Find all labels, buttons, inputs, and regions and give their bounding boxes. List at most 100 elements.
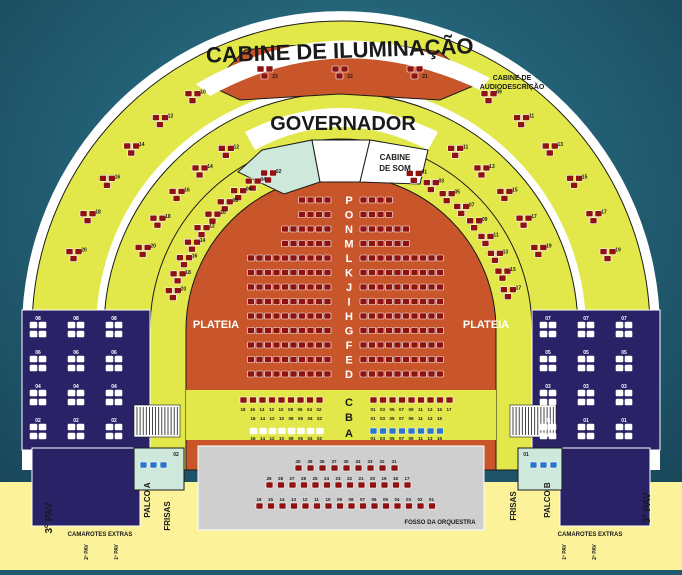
outer-box[interactable] [184,90,193,97]
right-navy-box[interactable] [539,398,548,406]
outer-box[interactable] [188,97,197,104]
right-navy-box[interactable] [615,364,624,372]
seat-wing[interactable] [427,327,436,334]
seat-row-e[interactable] [289,356,298,363]
left-navy-box[interactable] [67,423,76,431]
seat-row-j[interactable] [419,283,427,291]
seat-row-c[interactable] [249,396,257,404]
seat-row-a[interactable] [398,427,406,435]
inner-box[interactable] [477,233,486,240]
left-navy-box[interactable] [38,355,47,363]
second-box[interactable] [191,164,200,172]
pit-seat[interactable] [288,481,297,489]
outer-box[interactable] [594,210,603,218]
seat-row-p[interactable] [359,196,368,204]
seat-row-j[interactable] [323,283,332,291]
seat-row-f[interactable] [385,341,393,349]
left-navy-box[interactable] [67,389,76,397]
seat-wing[interactable] [427,298,436,305]
seat-row-o[interactable] [368,211,376,218]
seat-row-a[interactable] [259,427,267,435]
inner-box[interactable] [431,179,440,186]
seat-row-i[interactable] [402,298,410,305]
seat-row-h[interactable] [419,312,427,320]
pit-seat[interactable] [265,481,274,489]
seat-row-p[interactable] [368,196,376,204]
seat-row-n[interactable] [402,225,410,233]
seat-row-k[interactable] [402,269,410,276]
seat-row-i[interactable] [385,298,393,305]
left-navy-box[interactable] [114,389,123,397]
outer-box[interactable] [74,248,83,255]
left-navy-box[interactable] [114,423,123,431]
seat-row-c[interactable] [287,396,295,404]
pit-seat[interactable] [370,502,379,510]
seat-row-l[interactable] [264,254,272,262]
seat-row-k[interactable] [272,269,281,276]
seat-row-e[interactable] [306,356,315,363]
inner-box[interactable] [491,257,499,264]
seat-row-h[interactable] [402,312,410,320]
outer-box[interactable] [88,210,97,218]
inner-box[interactable] [486,233,495,240]
seat-row-d[interactable] [272,370,281,378]
seat-row-a[interactable] [407,427,416,435]
seat-row-n[interactable] [359,225,368,233]
left-navy-box[interactable] [114,432,123,440]
seat-wing[interactable] [247,370,255,378]
seat-row-g[interactable] [315,327,323,334]
seat-row-k[interactable] [419,269,427,276]
left-navy-box[interactable] [38,364,47,372]
left-navy-box[interactable] [105,398,114,406]
seat-row-j[interactable] [298,283,306,291]
right-navy-box[interactable] [624,423,633,431]
inner-box[interactable] [264,176,272,184]
seat-row-f[interactable] [410,341,419,349]
seat-row-n[interactable] [393,225,402,233]
seat-row-f[interactable] [393,341,402,349]
seat-row-k[interactable] [315,269,323,276]
seat-row-j[interactable] [376,283,385,291]
pit-seat[interactable] [354,464,363,472]
seat-row-a[interactable] [249,427,258,435]
left-navy-box[interactable] [114,398,123,406]
right-navy-box[interactable] [624,364,633,372]
seat-row-c[interactable] [315,396,324,404]
inner-box[interactable] [188,245,196,253]
seat-row-l[interactable] [393,254,402,262]
seat-row-f[interactable] [402,341,410,349]
seat-wing[interactable] [436,356,444,363]
left-navy-box[interactable] [105,423,114,431]
seat-row-j[interactable] [402,283,410,291]
seat-wing[interactable] [436,283,444,291]
right-navy-box[interactable] [615,398,624,406]
left-navy-box[interactable] [76,398,85,406]
outer-box[interactable] [599,248,608,255]
outer-box[interactable] [156,121,164,128]
seat-row-d[interactable] [368,370,376,378]
seat-row-f[interactable] [368,341,376,349]
left-navy-box[interactable] [105,432,114,440]
second-box[interactable] [200,164,209,172]
seat-row-d[interactable] [385,370,393,378]
seat-wing[interactable] [427,341,436,349]
seat-row-k[interactable] [306,269,315,276]
pit-seat[interactable] [290,502,298,510]
seat-row-g[interactable] [272,327,281,334]
seat-wing[interactable] [255,370,264,378]
seat-row-m[interactable] [402,240,410,247]
seat-wing[interactable] [255,341,264,349]
seat-wing[interactable] [247,283,255,291]
inner-box[interactable] [462,203,470,210]
right-navy-box[interactable] [548,389,557,397]
pit-seat[interactable] [416,502,425,510]
pit-seat[interactable] [347,502,356,510]
top-box[interactable] [265,65,274,73]
seat-row-k[interactable] [368,269,376,276]
left-navy-box[interactable] [67,355,76,363]
seat-row-i[interactable] [264,298,272,305]
left-navy-box[interactable] [76,432,85,440]
seat-row-m[interactable] [393,240,402,247]
second-box[interactable] [519,221,528,229]
right-navy-box[interactable] [539,355,548,363]
